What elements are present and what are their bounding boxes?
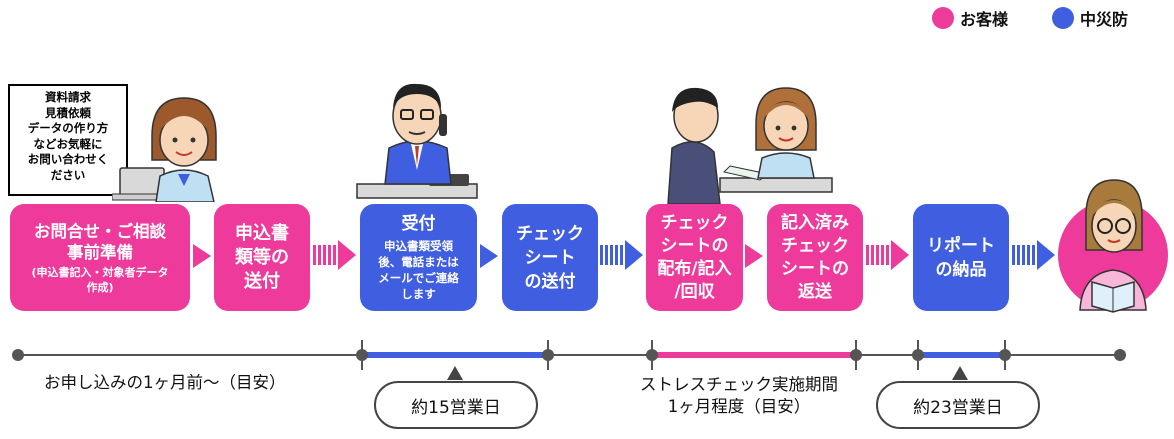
- step-reception: 受付 申込書類受領 後、電話または メールでご連絡 します: [360, 204, 477, 311]
- step-send-checksheet: チェック シート の送付: [502, 204, 598, 311]
- step-title: お問合せ・ご相談: [34, 221, 166, 241]
- duration-23-days-pill: 約23営業日: [876, 381, 1040, 429]
- timeline: [12, 340, 1126, 380]
- lead-time-text: お申し込みの1ヶ月前～（目安）: [44, 373, 286, 392]
- step-title: シートの: [660, 235, 729, 256]
- note-line: お問い合わせく: [27, 152, 109, 166]
- flow-arrow-4: [600, 240, 643, 270]
- note-line: 見積依頼: [45, 105, 91, 120]
- note-line: 資料請求: [45, 90, 91, 104]
- step-detail: します: [401, 286, 436, 301]
- flow-arrow-7: [1012, 240, 1055, 270]
- duration-label: 約15営業日: [411, 397, 501, 418]
- jisha-color-dot: [1052, 7, 1074, 29]
- stress-check-period-text: ストレスチェック実施期間 1ヶ月程度（目安）: [608, 374, 870, 418]
- step-title: チェック: [781, 235, 849, 256]
- step-title: チェック: [516, 223, 584, 244]
- legend-jisha: 中災防: [1052, 6, 1128, 30]
- receptionist-laptop-illustration: [112, 97, 217, 202]
- note-line: などお気軽に: [33, 136, 103, 151]
- legend-jisha-label: 中災防: [1080, 10, 1129, 29]
- step-title: 返送: [798, 281, 832, 302]
- customer-color-dot: [932, 7, 954, 29]
- step-title: 配布/記入: [657, 258, 732, 279]
- inquiry-note: 資料請求 見積依頼 データの作り方 などお気軽に お問い合わせく ださい: [8, 84, 128, 196]
- step-title: 送付: [244, 270, 280, 292]
- flow-arrow-6: [866, 240, 909, 270]
- step-detail: 作成): [86, 280, 114, 294]
- legend-customer: お客様: [932, 6, 1008, 30]
- step-detail: 後、電話または: [378, 254, 459, 269]
- flow-arrow-2: [313, 240, 356, 270]
- period-line: 1ヶ月程度（目安）: [667, 397, 811, 416]
- step-title: 事前準備: [67, 242, 133, 262]
- flow-arrow-1: [193, 244, 211, 268]
- step-detail: メールでご連絡: [378, 270, 459, 285]
- step-title: シートの: [781, 258, 849, 279]
- step-return-checksheet: 記入済み チェック シートの 返送: [767, 204, 863, 311]
- step-title: の送付: [524, 271, 576, 292]
- step-title: チェック: [660, 212, 729, 233]
- step-detail: (申込書記入・対象者データ: [31, 265, 169, 279]
- note-line: ださい: [50, 167, 86, 182]
- step-title: リポート: [927, 235, 995, 256]
- flow-arrow-5: [745, 244, 763, 268]
- staff-on-phone-illustration: [356, 83, 478, 199]
- step-title: 受付: [401, 213, 436, 234]
- duration-15-days-pill: 約15営業日: [374, 381, 538, 429]
- step-title: /回収: [674, 281, 715, 302]
- step-title: 類等の: [235, 246, 289, 268]
- duration-label: 約23営業日: [913, 397, 1003, 418]
- step-title: シート: [524, 247, 576, 268]
- step-title: の納品: [935, 259, 987, 280]
- flow-arrow-3: [480, 244, 498, 268]
- note-line: データの作り方: [27, 121, 109, 135]
- legend-customer-label: お客様: [960, 10, 1009, 29]
- step-title: 記入済み: [781, 212, 849, 233]
- period-line: ストレスチェック実施期間: [640, 375, 838, 394]
- step-send-application: 申込書 類等の 送付: [214, 204, 310, 311]
- step-deliver-report: リポート の納品: [913, 204, 1009, 311]
- step-detail: 申込書類受領: [384, 238, 453, 253]
- consultation-illustration: [667, 87, 833, 204]
- step-title: 申込書: [235, 222, 289, 244]
- step-distribute-collect: チェック シートの 配布/記入 /回収: [646, 204, 743, 311]
- step-inquiry: お問合せ・ご相談 事前準備 (申込書記入・対象者データ 作成): [10, 204, 190, 311]
- customer-reading-report-illustration: [1058, 179, 1168, 313]
